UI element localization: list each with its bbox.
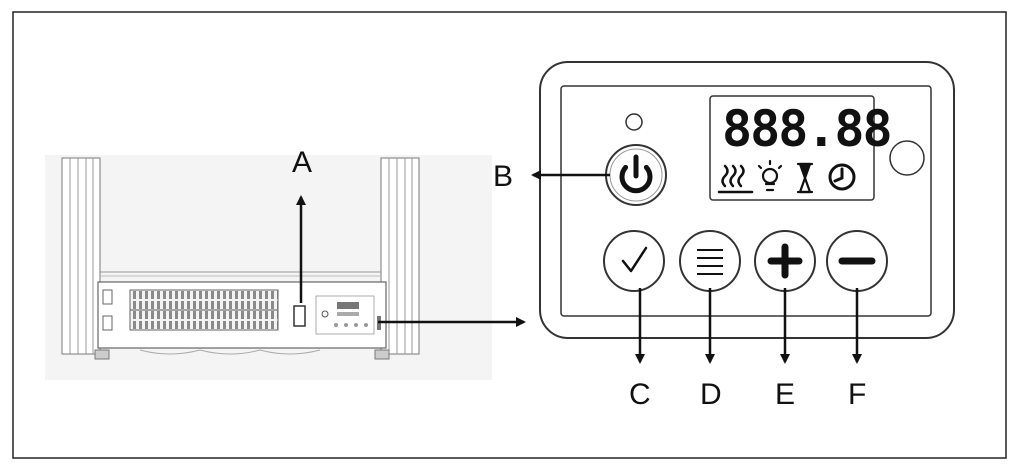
label-d: D: [700, 378, 722, 411]
label-b: B: [493, 160, 513, 193]
clock-icon: [828, 163, 856, 191]
cabinet-left-rail: [61, 157, 101, 355]
checkmark-icon: [621, 246, 648, 273]
power-button: [605, 144, 667, 206]
indicator-led: [625, 113, 643, 131]
lcd-display: [709, 95, 875, 201]
rocker-switch: [293, 305, 306, 327]
label-c: C: [629, 378, 651, 411]
power-icon: [619, 154, 653, 194]
sensor-window: [889, 140, 925, 176]
cabinet-illustration: [45, 155, 492, 380]
check-button: [603, 230, 665, 292]
plus-icon: [767, 243, 803, 279]
menu-button: [679, 230, 741, 292]
menu-icon: [697, 249, 723, 275]
heat-icon: [717, 164, 754, 194]
label-e: E: [775, 378, 795, 411]
cabinet-right-rail: [380, 157, 420, 355]
light-bulb-icon: [757, 159, 783, 192]
hourglass-icon: [796, 162, 814, 194]
control-panel-detail: 888.88: [539, 61, 955, 339]
minus-button: [826, 230, 888, 292]
plus-button: [754, 230, 816, 292]
display-readout: 888.88: [722, 100, 891, 158]
label-f: F: [848, 378, 866, 411]
label-a: A: [292, 146, 312, 179]
panel-inner: [560, 85, 932, 317]
